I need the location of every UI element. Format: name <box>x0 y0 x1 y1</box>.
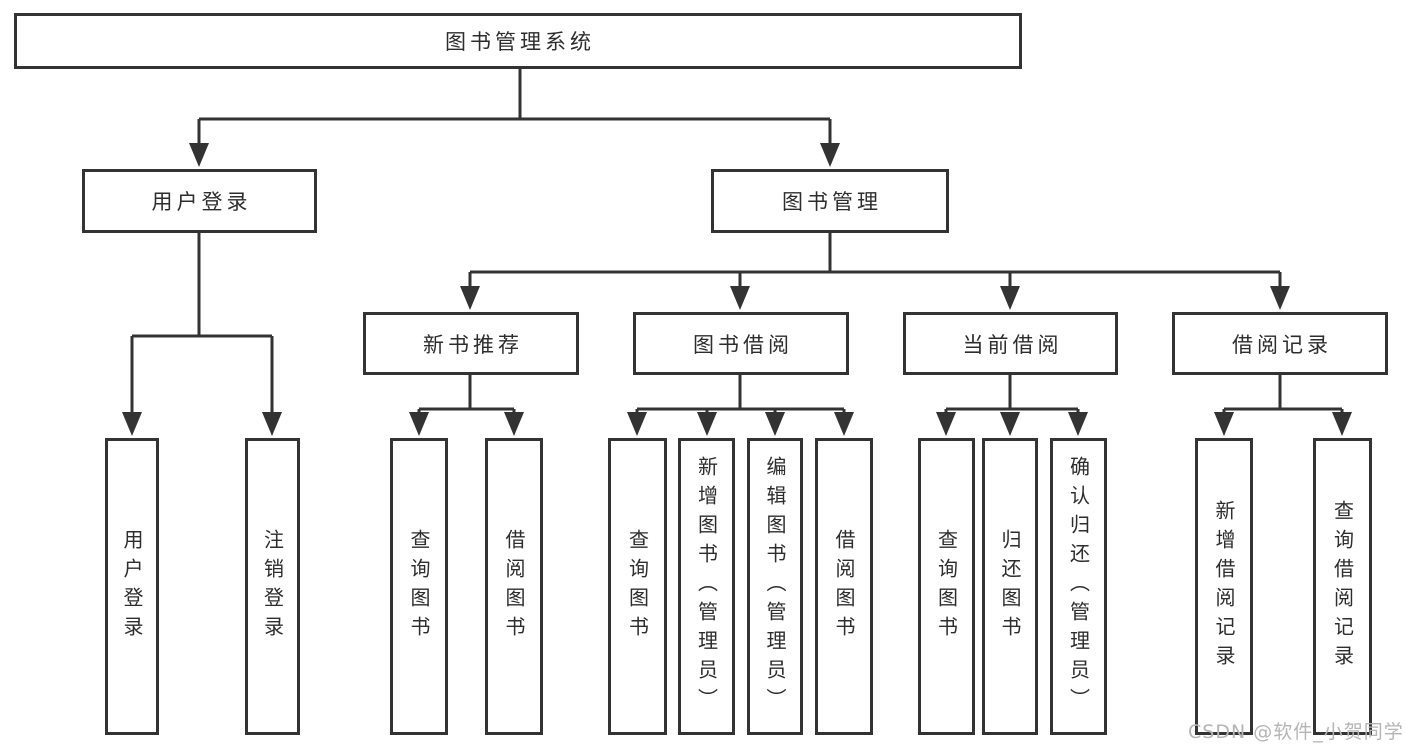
node-root-label: 图书管理系统 <box>445 30 595 54</box>
leaf-query-books-borrow-label: 查询图书 <box>625 528 650 645</box>
node-borrow-records: 借阅记录 <box>1172 312 1388 375</box>
node-book-management-label: 图书管理 <box>782 190 882 214</box>
leaf-query-books-recommend-label: 查询图书 <box>407 528 431 645</box>
node-user-login-label: 用户登录 <box>151 190 252 214</box>
leaf-query-books-borrow: 查询图书 <box>608 438 667 735</box>
node-book-borrow: 图书借阅 <box>633 312 849 375</box>
node-current-borrow-label: 当前借阅 <box>962 332 1063 357</box>
arrowhead-group <box>122 143 1352 436</box>
leaf-add-borrow-record-label: 新增借阅记录 <box>1212 499 1236 674</box>
leaf-add-book-admin: 新增图书（管理员） <box>678 438 735 735</box>
node-current-borrow: 当前借阅 <box>903 312 1118 375</box>
leaf-logout: 注销登录 <box>245 438 300 735</box>
node-book-management: 图书管理 <box>711 169 949 233</box>
leaf-user-login-label: 用户登录 <box>120 528 144 645</box>
leaf-return-books: 归还图书 <box>982 438 1038 735</box>
leaf-query-borrow-record: 查询借阅记录 <box>1313 438 1372 735</box>
leaf-borrow-books-label: 借阅图书 <box>832 528 856 645</box>
leaf-edit-book-admin: 编辑图书（管理员） <box>747 438 803 735</box>
node-book-borrow-label: 图书借阅 <box>693 332 793 357</box>
node-root: 图书管理系统 <box>14 13 1022 69</box>
node-user-login: 用户登录 <box>82 169 317 233</box>
leaf-user-login: 用户登录 <box>105 438 159 735</box>
node-new-book-recommend: 新书推荐 <box>363 312 579 375</box>
node-new-book-recommend-label: 新书推荐 <box>423 332 523 357</box>
leaf-borrow-books: 借阅图书 <box>815 438 873 735</box>
leaf-confirm-return-admin-label: 确认归还（管理员） <box>1066 456 1091 717</box>
leaf-confirm-return-admin: 确认归还（管理员） <box>1050 438 1107 735</box>
leaf-query-books-current: 查询图书 <box>918 438 975 735</box>
leaf-logout-label: 注销登录 <box>260 528 285 645</box>
node-borrow-records-label: 借阅记录 <box>1232 332 1332 357</box>
leaf-query-books-current-label: 查询图书 <box>934 528 959 645</box>
leaf-add-book-admin-label: 新增图书（管理员） <box>694 456 719 717</box>
leaf-borrow-books-recommend-label: 借阅图书 <box>502 528 526 645</box>
leaf-return-books-label: 归还图书 <box>998 528 1022 645</box>
leaf-borrow-books-recommend: 借阅图书 <box>485 438 543 735</box>
leaf-query-borrow-record-label: 查询借阅记录 <box>1330 499 1355 674</box>
csdn-watermark: CSDN @软件_小贺同学 <box>1188 721 1404 743</box>
leaf-add-borrow-record: 新增借阅记录 <box>1195 438 1253 735</box>
leaf-query-books-recommend: 查询图书 <box>390 438 448 735</box>
leaf-edit-book-admin-label: 编辑图书（管理员） <box>763 456 787 717</box>
